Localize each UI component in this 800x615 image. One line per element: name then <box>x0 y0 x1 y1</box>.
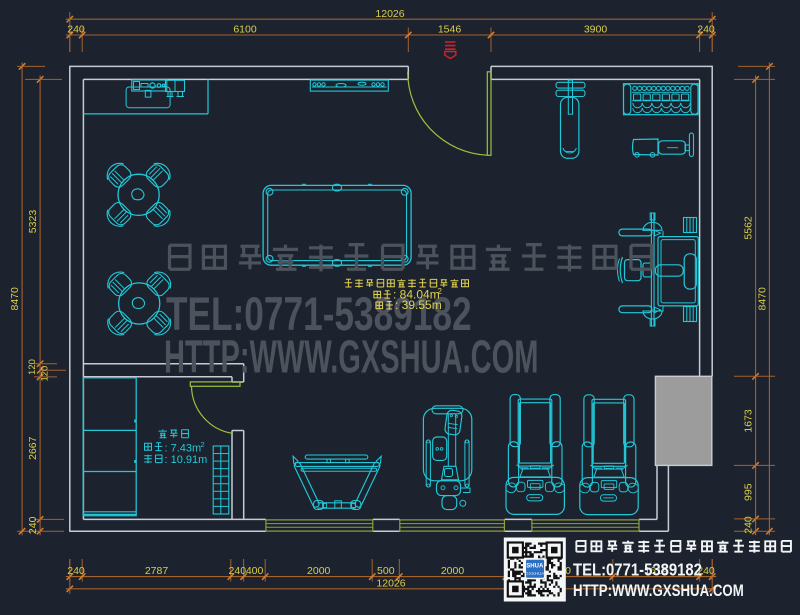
svg-text:120: 120 <box>27 359 38 375</box>
svg-text:240: 240 <box>27 516 39 534</box>
svg-text:1619: 1619 <box>644 565 668 577</box>
svg-text:2000: 2000 <box>441 565 465 577</box>
svg-text:120: 120 <box>40 366 51 382</box>
svg-text:2000: 2000 <box>307 565 331 577</box>
svg-text:: 84.04m: : 84.04m <box>393 288 440 302</box>
svg-text:2: 2 <box>438 287 443 296</box>
svg-text:: 10.91m: : 10.91m <box>165 454 208 466</box>
svg-text:8470: 8470 <box>756 287 768 311</box>
svg-text:: 7.43m: : 7.43m <box>165 442 202 454</box>
svg-text:12026: 12026 <box>376 578 405 590</box>
svg-text:240: 240 <box>229 565 247 577</box>
svg-text:500: 500 <box>377 565 395 577</box>
svg-text:12026: 12026 <box>375 8 404 20</box>
svg-text:8470: 8470 <box>9 287 21 311</box>
svg-text:6100: 6100 <box>233 24 257 36</box>
svg-text:240: 240 <box>67 24 85 36</box>
svg-text:HTTP:WWW.GXSHUA.COM: HTTP:WWW.GXSHUA.COM <box>573 581 744 600</box>
svg-text:1546: 1546 <box>438 24 462 36</box>
svg-text:400: 400 <box>246 565 264 577</box>
svg-text:240: 240 <box>67 565 85 577</box>
svg-text:5562: 5562 <box>743 216 755 240</box>
svg-text:240: 240 <box>697 24 715 36</box>
svg-text:995: 995 <box>743 483 755 501</box>
svg-text:5323: 5323 <box>27 210 39 234</box>
svg-text:GXSHUA: GXSHUA <box>525 571 544 576</box>
svg-text:TEL:0771-5389182: TEL:0771-5389182 <box>573 560 702 579</box>
svg-text:SHUA: SHUA <box>526 564 544 570</box>
svg-text:2: 2 <box>201 440 205 449</box>
svg-text:2787: 2787 <box>145 565 169 577</box>
svg-text:240: 240 <box>697 565 715 577</box>
svg-text:HTTP:WWW.GXSHUA.COM: HTTP:WWW.GXSHUA.COM <box>164 332 538 384</box>
svg-text:TEL:0771-5389182: TEL:0771-5389182 <box>166 287 472 340</box>
svg-text:3900: 3900 <box>584 24 608 36</box>
svg-text:1673: 1673 <box>743 409 755 433</box>
svg-text:: 39.55m: : 39.55m <box>395 298 442 312</box>
svg-text:240: 240 <box>743 516 755 534</box>
svg-text:2667: 2667 <box>27 436 39 460</box>
